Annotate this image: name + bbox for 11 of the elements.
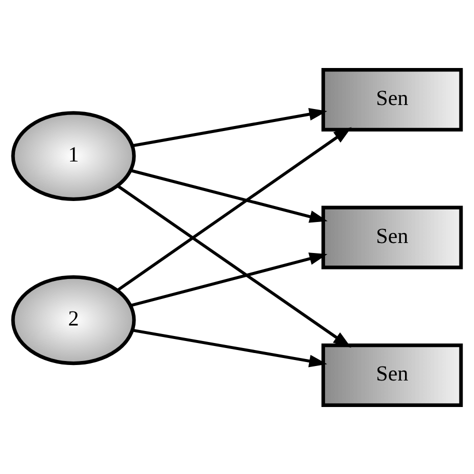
node-box: Sen <box>321 205 463 269</box>
arrow <box>116 126 352 292</box>
arrow <box>132 328 328 367</box>
node-ellipse: 2 <box>11 274 136 365</box>
arrow <box>132 108 328 147</box>
node-box: Sen <box>321 68 463 131</box>
arrow <box>116 184 352 348</box>
arrow <box>130 252 328 307</box>
node-ellipse: 1 <box>11 110 136 200</box>
node-box: Sen <box>321 343 463 406</box>
arrow <box>130 168 328 222</box>
